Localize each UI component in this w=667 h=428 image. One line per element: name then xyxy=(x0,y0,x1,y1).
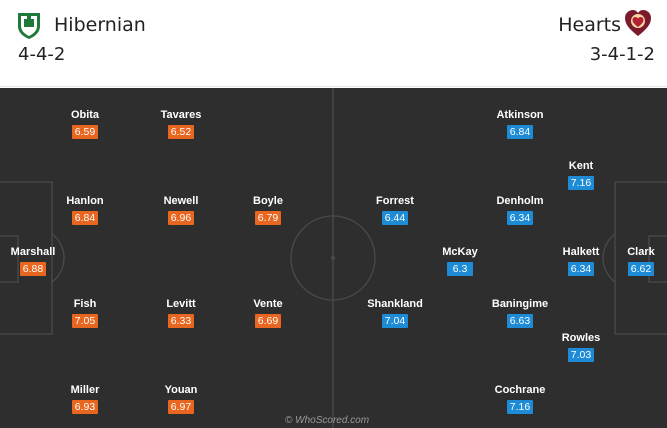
player-rating: 6.62 xyxy=(627,262,655,276)
player-rating: 7.16 xyxy=(567,176,595,190)
away-player-mckay[interactable]: McKay 6.3 xyxy=(425,245,495,277)
player-name: Levitt xyxy=(166,298,196,310)
away-player-baningime[interactable]: Baningime 6.63 xyxy=(485,297,555,329)
player-name: Kent xyxy=(568,160,594,172)
home-player-levitt[interactable]: Levitt 6.33 xyxy=(146,297,216,329)
pitch: Marshall 6.88 Obita 6.59 Hanlon 6.84 Fis… xyxy=(0,88,667,428)
home-player-marshall[interactable]: Marshall 6.88 xyxy=(0,245,68,277)
home-player-vente[interactable]: Vente 6.69 xyxy=(233,297,303,329)
player-rating: 6.84 xyxy=(71,211,99,225)
player-name: McKay xyxy=(442,246,478,258)
away-player-kent[interactable]: Kent 7.16 xyxy=(546,159,616,191)
player-rating: 6.88 xyxy=(19,262,47,276)
player-name: Marshall xyxy=(10,246,56,258)
player-name: Fish xyxy=(73,298,97,310)
player-name: Forrest xyxy=(376,195,414,207)
player-rating: 6.79 xyxy=(254,211,282,225)
away-player-denholm[interactable]: Denholm 6.34 xyxy=(485,194,555,226)
home-team-name: Hibernian xyxy=(54,14,146,36)
player-name: Rowles xyxy=(561,332,601,344)
away-player-clark[interactable]: Clark 6.62 xyxy=(606,245,667,277)
player-rating: 7.04 xyxy=(381,314,409,328)
match-header: Hibernian 4-4-2 Hearts 3-4-1-2 xyxy=(0,0,667,88)
player-rating: 6.69 xyxy=(254,314,282,328)
player-name: Halkett xyxy=(562,246,600,258)
home-player-hanlon[interactable]: Hanlon 6.84 xyxy=(50,194,120,226)
header-divider xyxy=(0,86,667,87)
player-rating: 6.3 xyxy=(447,262,473,276)
away-player-forrest[interactable]: Forrest 6.44 xyxy=(360,194,430,226)
player-name: Clark xyxy=(627,246,655,258)
home-player-boyle[interactable]: Boyle 6.79 xyxy=(233,194,303,226)
hibernian-crest-icon xyxy=(18,13,40,39)
player-name: Newell xyxy=(163,195,199,207)
watermark: © WhoScored.com xyxy=(285,415,370,426)
player-name: Obita xyxy=(70,109,100,121)
away-player-atkinson[interactable]: Atkinson 6.84 xyxy=(485,108,555,140)
away-player-shankland[interactable]: Shankland 7.04 xyxy=(360,297,430,329)
away-team-name: Hearts xyxy=(558,14,621,36)
player-rating: 7.16 xyxy=(506,400,534,414)
player-name: Cochrane xyxy=(494,384,546,396)
player-rating: 6.93 xyxy=(71,400,99,414)
player-rating: 6.59 xyxy=(71,125,99,139)
player-rating: 7.05 xyxy=(71,314,99,328)
pitch-markings xyxy=(0,88,667,428)
home-formation: 4-4-2 xyxy=(18,44,66,65)
player-name: Vente xyxy=(253,298,283,310)
home-player-tavares[interactable]: Tavares 6.52 xyxy=(146,108,216,140)
player-name: Atkinson xyxy=(496,109,544,121)
player-name: Miller xyxy=(70,384,100,396)
player-name: Tavares xyxy=(160,109,202,121)
home-player-fish[interactable]: Fish 7.05 xyxy=(50,297,120,329)
player-rating: 6.96 xyxy=(167,211,195,225)
player-name: Shankland xyxy=(367,298,423,310)
player-rating: 6.34 xyxy=(567,262,595,276)
home-player-youan[interactable]: Youan 6.97 xyxy=(146,383,216,415)
player-name: Boyle xyxy=(253,195,283,207)
away-player-halkett[interactable]: Halkett 6.34 xyxy=(546,245,616,277)
player-name: Baningime xyxy=(491,298,549,310)
player-name: Hanlon xyxy=(66,195,104,207)
player-rating: 6.63 xyxy=(506,314,534,328)
home-player-obita[interactable]: Obita 6.59 xyxy=(50,108,120,140)
player-rating: 6.33 xyxy=(167,314,195,328)
player-rating: 6.52 xyxy=(167,125,195,139)
player-rating: 6.44 xyxy=(381,211,409,225)
away-player-rowles[interactable]: Rowles 7.03 xyxy=(546,331,616,363)
home-player-newell[interactable]: Newell 6.96 xyxy=(146,194,216,226)
home-player-miller[interactable]: Miller 6.93 xyxy=(50,383,120,415)
player-name: Youan xyxy=(164,384,198,396)
away-formation: 3-4-1-2 xyxy=(589,44,655,65)
hearts-crest-icon xyxy=(625,10,651,36)
player-rating: 7.03 xyxy=(567,348,595,362)
player-rating: 6.34 xyxy=(506,211,534,225)
away-player-cochrane[interactable]: Cochrane 7.16 xyxy=(485,383,555,415)
player-name: Denholm xyxy=(496,195,544,207)
player-rating: 6.97 xyxy=(167,400,195,414)
player-rating: 6.84 xyxy=(506,125,534,139)
